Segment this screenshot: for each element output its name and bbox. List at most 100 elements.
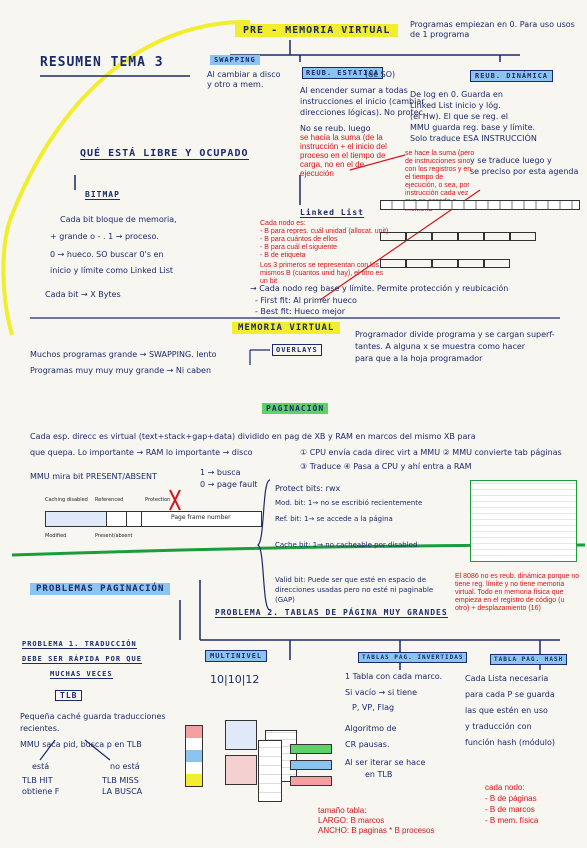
fit-desc-3: - Best fit: Hueco mejor <box>255 307 346 316</box>
invertidas-desc-2: Si vacío → si tiene <box>345 688 417 697</box>
swapping-desc-1: Al cambiar a disco <box>207 70 281 79</box>
esta-desc-1: TLB HIT <box>22 776 53 785</box>
overlays-label: OVERLAYS <box>272 344 322 356</box>
mmu-diagram <box>470 480 577 562</box>
reub-dinamica-desc-2: Linked List inicio y lóg. <box>410 101 501 110</box>
paginacion-title: PAGINACIÓN <box>262 403 329 414</box>
bits-protect: Protect bits: rwx <box>275 484 341 493</box>
reub-estatica-label: REUB. ESTATICA <box>302 67 384 79</box>
p1-title-2: DEBE SER RÁPIDA POR QUE <box>22 655 142 664</box>
muchos-desc-2: Programas muy muy muy grande → Ni caben <box>30 366 212 375</box>
reub-estatica-red-note: se hacía la suma (de la instrucción + el… <box>300 133 387 178</box>
memoria-virtual-title: MEMORIA VIRTUAL <box>232 322 341 334</box>
bit1-desc: 1 → busca <box>200 468 241 477</box>
tlb-desc-2: recientes. <box>20 724 60 733</box>
tlb-label: TLB <box>55 690 83 701</box>
swapping-label: SWAPPING <box>210 55 260 65</box>
reub-dinamica-desc-7: se preciso por esta agenda <box>470 167 579 176</box>
muchos-desc-1: Muchos programas grande → SWAPPING. lent… <box>30 350 217 359</box>
bits-valid: Valid bit: Puede ser que esté en espacio… <box>275 576 434 604</box>
resumen-title: RESUMEN TEMA 3 <box>40 55 164 70</box>
linked-red-6: Los 3 primeros se representan con los mi… <box>260 262 383 285</box>
hash-desc-4: y traducción con <box>465 722 532 731</box>
overlays-desc-1: Programador divide programa y se cargan … <box>355 330 555 339</box>
bitmap-desc-4: inicio y límite como Linked List <box>50 266 174 275</box>
esta-label: está <box>32 762 50 771</box>
problemas-title: PROBLEMAS PAGINACIÓN <box>30 583 171 595</box>
cada-nodo-3: - B de marcos <box>485 805 535 814</box>
esta-desc-2: obtiene F <box>22 787 60 796</box>
bitmap-title: BITMAP <box>85 190 120 200</box>
paginacion-desc-2: que quepa. Lo importante → RAM lo import… <box>30 448 253 457</box>
reub-dinamica-desc-4: MMU guarda reg. base y límite. <box>410 123 536 132</box>
swapping-desc-2: y otro a mem. <box>207 80 264 89</box>
linked-red-2: - B para repres. cuál unidad (allocat. u… <box>260 228 389 235</box>
invertidas-desc-6: Al ser iterar se hace <box>345 758 426 767</box>
reub-estatica-tag: (de SO) <box>365 70 396 79</box>
page-frame-label: Page frame number <box>171 514 231 521</box>
invertidas-label: TABLAS PAG. INVERTIDAS <box>358 652 468 663</box>
reub-estatica-desc-3: direcciones lógicas). No protec. <box>300 108 426 117</box>
overlays-desc-3: para que a la hoja programador <box>355 354 483 363</box>
reub-dinamica-label: REUB. DINÁMICA <box>470 70 554 82</box>
pre-memoria-title: PRE - MEMORIA VIRTUAL <box>235 24 399 37</box>
tlb-desc-1: Pequeña caché guarda traducciones <box>20 712 166 721</box>
caching-label: Caching disabled <box>45 497 88 503</box>
multinivel-bits: 10|10|12 <box>210 673 260 686</box>
bitmap-desc-2: + grande o - . 1 → proceso. <box>50 232 159 241</box>
cada-nodo-4: - B mem. física <box>485 816 539 825</box>
tlb-desc-3: MMU saca pid, busca p en TLB <box>20 740 142 749</box>
reub-estatica-desc-2: instrucciones el inicio (cambiar <box>300 97 425 106</box>
libre-ocupado-title: QUÉ ESTÁ LIBRE Y OCUPADO <box>80 148 249 160</box>
protection-label: Protection <box>145 497 171 503</box>
reub-estatica-desc-4: No se reub. luego <box>300 124 371 133</box>
linked-red-5: - B de etiqueta <box>260 252 306 259</box>
problemas-red-note: El 8086 no es reub. dinámica porque no t… <box>455 573 580 612</box>
no-esta-desc-1: TLB MISS <box>102 776 139 785</box>
invertidas-desc-1: 1 Tabla con cada marco. <box>345 672 443 681</box>
present-label: Present/absent <box>95 533 133 539</box>
bitmap-desc-1: Cada bit bloque de memoria, <box>60 215 177 224</box>
fit-desc-2: - First fit: Al primer hueco <box>255 296 357 305</box>
hash-desc-5: función hash (módulo) <box>465 738 556 747</box>
multinivel-label: MULTINIVEL <box>205 650 268 662</box>
hash-desc-3: las que estén en uso <box>465 706 548 715</box>
reub-dinamica-desc-5: Solo traduce ESA INSTRUCCIÓN <box>410 134 537 143</box>
linked-list-title: Linked List <box>300 208 364 218</box>
paginacion-step-2: ③ Traduce ④ Pasa a CPU y ahí entra a RAM <box>300 462 472 471</box>
bitmap-desc-3: 0 → hueco. SO buscar 0's en <box>50 250 164 259</box>
bits-cache: Cache bit: 1→ no cacheable por disabled <box>275 541 418 549</box>
tamano-3: ANCHO: B paginas * B procesos <box>318 826 435 835</box>
top-note: Programas empiezan en 0. Para uso usos d… <box>410 20 575 39</box>
tamano-1: tamaño tabla: <box>318 806 367 815</box>
no-esta-desc-2: LA BUSCA <box>102 787 143 796</box>
hash-label: TABLA PAG. HASH <box>490 654 568 665</box>
hash-diagram <box>258 740 338 810</box>
p1-title-1: PROBLEMA 1. TRADUCCIÓN <box>22 640 137 649</box>
p2-title: PROBLEMA 2. TABLAS DE PÁGINA MUY GRANDES <box>215 608 448 618</box>
bitmap-desc-5: Cada bit → X Bytes <box>45 290 121 299</box>
linked-red-3: - B para cuántos de ellos <box>260 236 338 243</box>
reub-dinamica-desc-3: (el Hw). El que se reg. el <box>410 112 508 121</box>
reub-estatica-desc-1: Al encender sumar a todas <box>300 86 408 95</box>
reub-dinamica-desc-1: De log en 0. Guarda en <box>410 90 503 99</box>
linked-red-4: - B para cuál el siguiente <box>260 244 338 251</box>
modified-label: Modified <box>45 533 67 539</box>
hash-desc-2: para cada P se guarda <box>465 690 555 699</box>
no-esta-label: no está <box>110 762 140 771</box>
reub-dinamica-desc-6: y se traduce luego y <box>470 156 552 165</box>
invertidas-desc-5: CR pausas. <box>345 740 390 749</box>
bits-ref: Ref. bit: 1→ se accede a la página <box>275 515 393 523</box>
paginacion-step-1: ① CPU envía cada direc virt a MMU ② MMU … <box>300 448 562 457</box>
cada-nodo-2: - B de páginas <box>485 794 537 803</box>
memory-diagram <box>380 200 580 270</box>
linked-red-1: Cada nodo es: <box>260 220 306 227</box>
p1-title-3: MUCHAS VECES <box>50 670 113 679</box>
paginacion-desc-1: Cada esp. direcc es virtual (text+stack+… <box>30 432 476 441</box>
hash-desc-1: Cada Lista necesaria <box>465 674 549 683</box>
fit-desc-1: → Cada nodo reg base y límite. Permite p… <box>250 284 509 293</box>
cada-nodo-1: cada nodo: <box>485 783 525 792</box>
overlays-desc-2: tantes. A alguna x se muestra como hacer <box>355 342 526 351</box>
bits-mod: Mod. bit: 1→ no se escribió recientement… <box>275 499 423 507</box>
invertidas-desc-4: Algoritmo de <box>345 724 397 733</box>
